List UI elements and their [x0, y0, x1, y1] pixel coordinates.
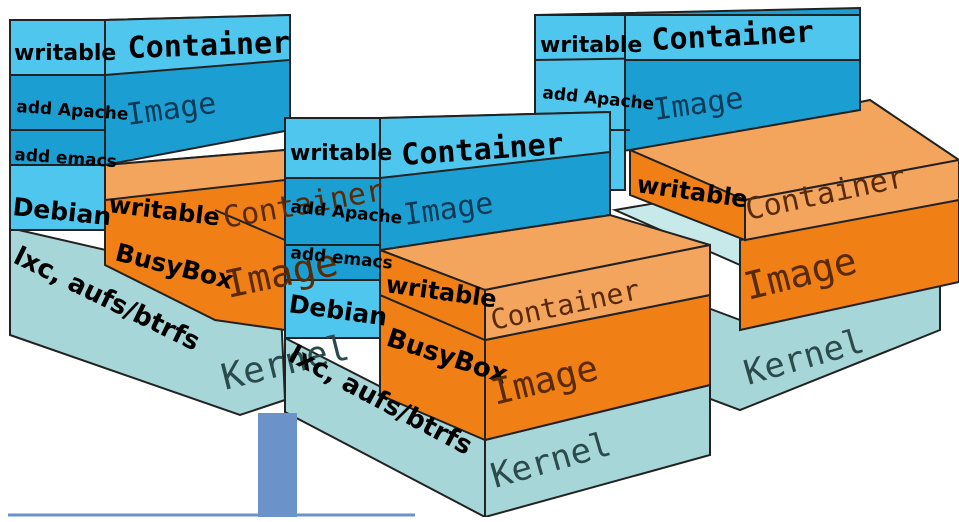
stack-left-writable: writable — [14, 41, 116, 66]
stack-left-debian-cell — [9, 164, 106, 231]
stack-middle-container-front — [484, 243, 711, 342]
stack-left-container: Container — [127, 25, 291, 66]
vertical-bar — [258, 413, 297, 517]
stack-middle-debian-cell — [284, 279, 381, 339]
stack-middle-container-band — [379, 110, 611, 180]
stack-left-writable-cell — [9, 19, 106, 76]
stack-left — [9, 13, 291, 417]
stack-middle — [284, 110, 711, 519]
stack-right — [534, 6, 959, 412]
stack-middle-writable-cell — [284, 117, 381, 179]
stack-middle-writable: writable — [290, 141, 392, 166]
stack-right-container: Container — [651, 15, 815, 58]
stack-right-container-band — [624, 14, 861, 61]
stack-right-writable: writable — [540, 33, 642, 58]
stack-right-container-front2 — [744, 158, 959, 242]
stack-left-container-band — [104, 13, 291, 77]
